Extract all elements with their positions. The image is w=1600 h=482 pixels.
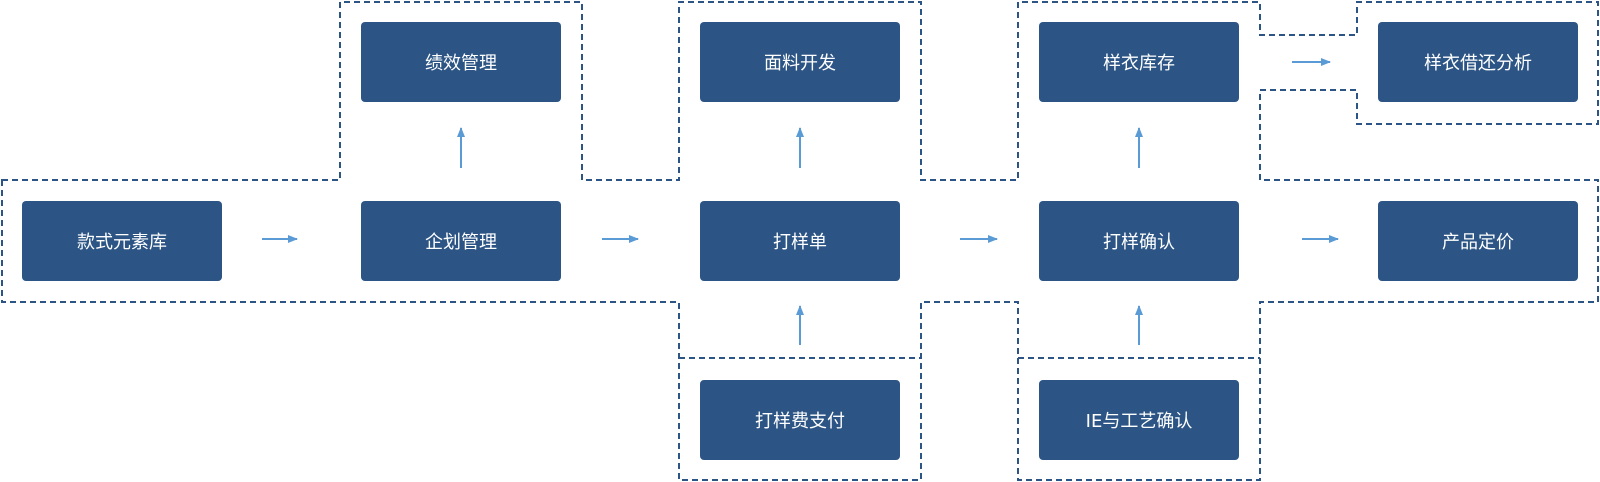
node-label: 样衣库存 — [1103, 53, 1175, 74]
node-label: 样衣借还分析 — [1424, 53, 1532, 74]
node-sample-fee: 打样费支付 — [700, 380, 900, 460]
node-label: 款式元素库 — [77, 232, 167, 253]
node-label: IE与工艺确认 — [1085, 411, 1193, 432]
node-style-library: 款式元素库 — [22, 201, 222, 281]
node-label: 绩效管理 — [425, 53, 497, 74]
node-performance: 绩效管理 — [361, 22, 561, 102]
node-loan-analysis: 样衣借还分析 — [1378, 22, 1578, 102]
node-fabric-dev: 面料开发 — [700, 22, 900, 102]
node-label: 打样单 — [773, 232, 827, 253]
node-sample-inventory: 样衣库存 — [1039, 22, 1239, 102]
node-label: 产品定价 — [1442, 232, 1514, 253]
node-label: 面料开发 — [764, 53, 836, 74]
node-label: 打样确认 — [1103, 232, 1175, 253]
node-planning: 企划管理 — [361, 201, 561, 281]
node-sample-confirm: 打样确认 — [1039, 201, 1239, 281]
node-label: 打样费支付 — [755, 411, 845, 432]
node-ie-process: IE与工艺确认 — [1039, 380, 1239, 460]
node-product-pricing: 产品定价 — [1378, 201, 1578, 281]
node-label: 企划管理 — [425, 232, 497, 253]
node-sample-order: 打样单 — [700, 201, 900, 281]
